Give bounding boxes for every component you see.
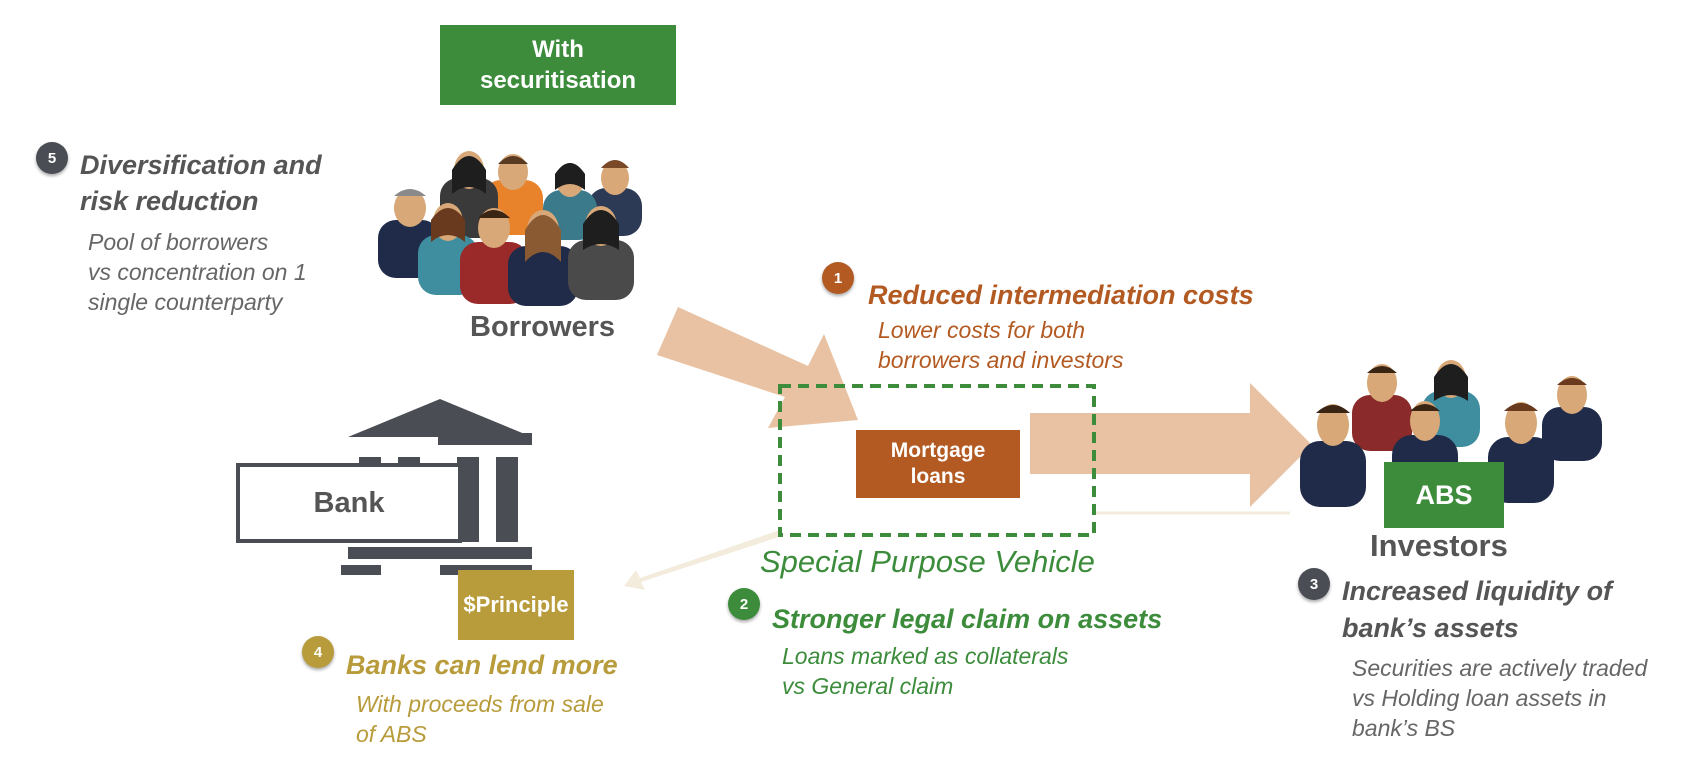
borrowers-to-spv-arrow — [657, 307, 858, 428]
mortgage-line-2: loans — [910, 465, 966, 488]
badge-4: 4 — [302, 636, 334, 668]
badge-5: 5 — [36, 142, 68, 174]
point-4-desc-line-2: of ABS — [356, 721, 427, 747]
point-4-desc-line-1: With proceeds from sale — [356, 691, 604, 717]
bank-label-box: Bank — [236, 463, 462, 543]
badge-1: 1 — [822, 262, 854, 294]
borrowers-people-icon — [378, 151, 642, 306]
principal-label: $Principle — [463, 592, 569, 617]
mortgage-line-1: Mortgage — [890, 439, 986, 462]
point-3-desc-line-1: Securities are actively traded — [1352, 655, 1648, 681]
header-line-1: With — [532, 36, 584, 63]
point-5-desc-line-1: Pool of borrowers — [88, 229, 269, 255]
abs-label: ABS — [1415, 479, 1473, 510]
header-line-2: securitisation — [479, 67, 637, 94]
spv-dashed-frame — [778, 384, 1096, 537]
point-2-title: Stronger legal claim on assets — [772, 604, 1163, 634]
point-3-desc-line-2: vs Holding loan assets in — [1352, 685, 1607, 711]
point-3-title-line-1: Increased liquidity of — [1342, 576, 1613, 606]
point-3-desc-line-3: bank’s BS — [1352, 715, 1456, 741]
point-5-desc-line-2: vs concentration on 1 — [88, 259, 307, 285]
principal-box: $Principle — [458, 570, 574, 640]
point-1-title: Reduced intermediation costs — [868, 280, 1254, 310]
badge-2: 2 — [728, 588, 760, 620]
point-1-desc-line-1: Lower costs for both — [878, 317, 1086, 343]
point-1-desc-line-2: borrowers and investors — [878, 347, 1124, 373]
with-securitisation-box: With securitisation — [440, 25, 676, 105]
investors-label: Investors — [1370, 528, 1508, 563]
point-5-title-line-1: Diversification and — [80, 150, 322, 180]
abs-box: ABS — [1384, 462, 1504, 528]
spv-to-investors-arrow — [1030, 383, 1312, 507]
borrowers-label: Borrowers — [470, 311, 616, 343]
point-3-title-line-2: bank’s assets — [1342, 613, 1519, 643]
point-2-desc-line-2: vs General claim — [782, 673, 954, 699]
point-5-title-line-2: risk reduction — [80, 186, 259, 216]
badge-3: 3 — [1298, 568, 1330, 600]
bank-label: Bank — [313, 486, 385, 519]
point-5-desc-line-3: single counterparty — [88, 289, 283, 315]
point-4-title: Banks can lend more — [346, 650, 618, 680]
spv-label: Special Purpose Vehicle — [760, 544, 1095, 579]
point-2-desc-line-1: Loans marked as collaterals — [782, 643, 1069, 669]
mortgage-loans-box: Mortgage loans — [856, 430, 1020, 498]
spv-to-bank-faint-arrow — [624, 530, 782, 590]
